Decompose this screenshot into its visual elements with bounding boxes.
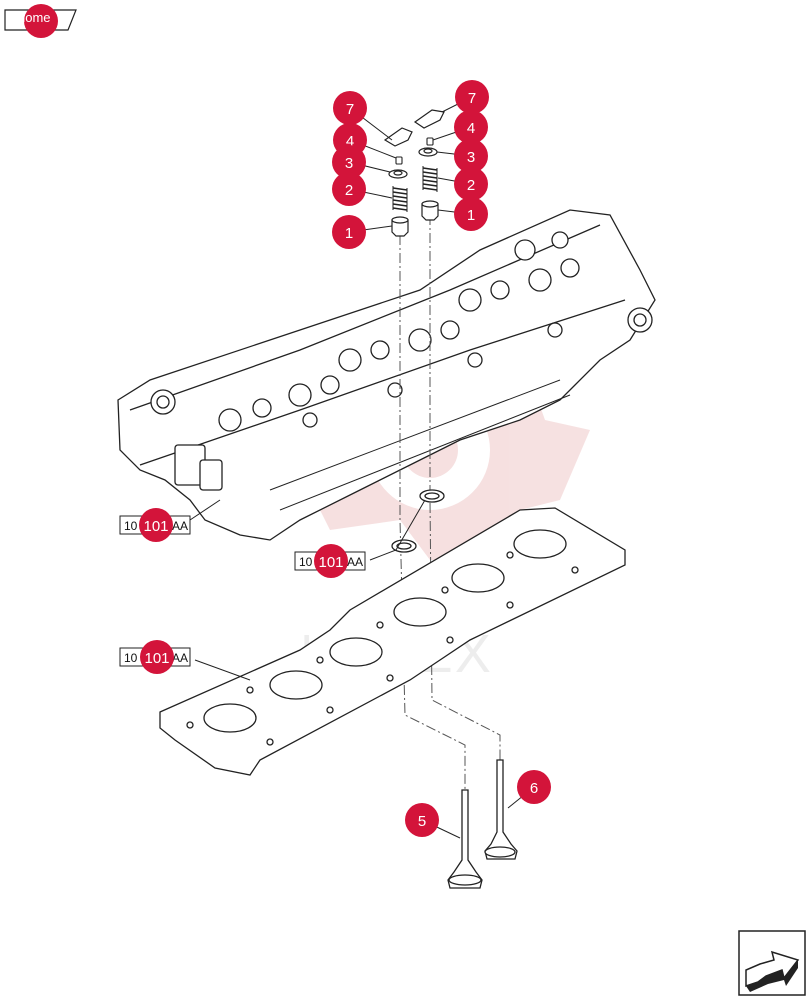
- reference-suffix: AA: [172, 519, 188, 533]
- callout-number: 4: [467, 120, 475, 137]
- callout-number: 1: [345, 225, 353, 242]
- reference-number: 101: [144, 650, 169, 667]
- reference-label[interactable]: 10 AA 101: [119, 640, 191, 674]
- spring-retainers: [388, 147, 438, 179]
- callout-7[interactable]: 7: [455, 80, 489, 114]
- callout-3[interactable]: 3: [332, 145, 366, 179]
- next-page-button[interactable]: [738, 930, 806, 996]
- valve-springs: [392, 166, 438, 212]
- callout-1[interactable]: 1: [454, 197, 488, 231]
- reference-prefix: 10: [124, 519, 138, 533]
- reference-number: 101: [143, 518, 168, 535]
- cylinder-head: [117, 209, 656, 541]
- callout-number: 7: [468, 90, 476, 107]
- callout-number: 3: [345, 155, 353, 172]
- manifold-seals: [391, 489, 445, 553]
- callout-number: 2: [467, 177, 475, 194]
- centerlines: [399, 215, 501, 790]
- reference-suffix: AA: [172, 651, 188, 665]
- head-gasket: [159, 507, 626, 776]
- reference-number: 101: [318, 554, 343, 571]
- valves: [447, 759, 518, 889]
- callout-2[interactable]: 2: [332, 172, 366, 206]
- reference-badge: [314, 544, 348, 578]
- callout-number: 2: [345, 182, 353, 199]
- callout-number: 1: [467, 207, 475, 224]
- callout-number: 4: [346, 133, 354, 150]
- reference-badge: [139, 508, 173, 542]
- reference-prefix: 10: [299, 555, 313, 569]
- callout-4[interactable]: 4: [454, 110, 488, 144]
- callout-7[interactable]: 7: [333, 91, 367, 125]
- callout-2[interactable]: 2: [454, 167, 488, 201]
- home-label: home: [18, 10, 51, 25]
- reference-label[interactable]: 10 AA 101: [294, 544, 366, 578]
- reference-label[interactable]: 10 AA 101: [119, 508, 191, 542]
- callout-number: 3: [467, 149, 475, 166]
- reference-suffix: AA: [347, 555, 363, 569]
- callout-number: 7: [346, 101, 354, 118]
- callout-6[interactable]: 6: [517, 770, 551, 804]
- callout-number: 6: [530, 780, 538, 797]
- home-button[interactable]: home: [4, 4, 78, 38]
- next-page-arrow-icon: [738, 930, 806, 996]
- callout-number: 5: [418, 813, 426, 830]
- home-badge: [24, 4, 58, 38]
- valve-bridges: [383, 109, 445, 147]
- callout-1[interactable]: 1: [332, 215, 366, 249]
- callout-5[interactable]: 5: [405, 803, 439, 837]
- valve-stem-seals: [391, 200, 439, 237]
- valve-keepers: [395, 137, 434, 165]
- reference-badge: [140, 640, 174, 674]
- reference-prefix: 10: [124, 651, 138, 665]
- callout-3[interactable]: 3: [454, 139, 488, 173]
